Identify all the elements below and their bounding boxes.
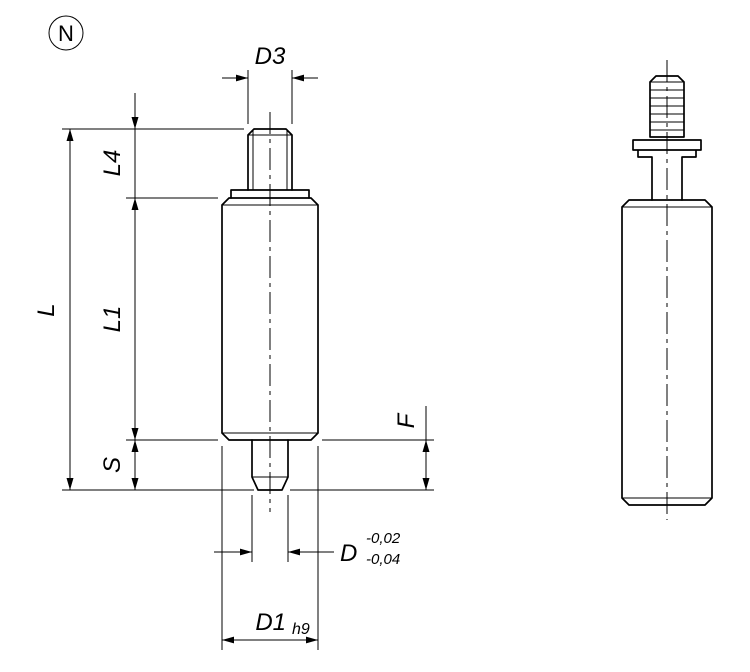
stud-outline xyxy=(649,75,685,138)
arrowhead xyxy=(422,478,430,490)
dimension-d1: D1 h9 xyxy=(221,446,319,650)
arrowhead xyxy=(422,440,430,452)
label-l1: L1 xyxy=(99,306,126,333)
dimension-d: D -0,02 -0,04 xyxy=(214,495,401,568)
label-d-tolerance-lower: -0,04 xyxy=(366,551,400,568)
extension-lines xyxy=(247,70,293,124)
arrowhead xyxy=(222,636,234,644)
extension-lines xyxy=(221,446,319,650)
extension-lines xyxy=(62,128,254,491)
stud-outline xyxy=(247,128,293,191)
label-l: L xyxy=(33,303,60,316)
arrowhead xyxy=(292,74,304,82)
label-d: D xyxy=(340,540,357,567)
arrowhead xyxy=(131,198,139,210)
arrowhead xyxy=(131,117,139,129)
arrowhead xyxy=(131,478,139,490)
arrowhead xyxy=(240,548,252,556)
dimension-left-column: L L4 L1 S xyxy=(33,93,254,491)
body-outline xyxy=(221,197,319,441)
body-outline xyxy=(621,199,713,506)
arrowhead xyxy=(131,428,139,440)
marker-label: N xyxy=(58,21,74,46)
label-l4: L4 xyxy=(99,150,126,177)
dimension-d3: D3 xyxy=(222,43,318,124)
flange-outline xyxy=(632,139,702,201)
collar-outline xyxy=(230,189,310,199)
arrowhead xyxy=(288,548,300,556)
marker-circle-icon xyxy=(48,15,84,51)
arrowhead xyxy=(66,129,74,141)
extension-lines xyxy=(251,495,289,562)
body-chamfer-lines xyxy=(222,204,318,434)
label-d3: D3 xyxy=(255,43,286,70)
dimension-f: F xyxy=(290,406,434,491)
arrowhead xyxy=(236,74,248,82)
label-d1-fit: h9 xyxy=(292,621,310,638)
stud-thread-lines xyxy=(650,81,684,131)
arrowhead xyxy=(131,440,139,452)
main-view xyxy=(221,112,319,512)
arrowhead xyxy=(66,478,74,490)
pin-outline xyxy=(251,439,289,491)
side-view xyxy=(621,60,713,520)
label-d-tolerance-upper: -0,02 xyxy=(366,530,401,547)
arrowhead xyxy=(306,636,318,644)
body-chamfer-lines xyxy=(622,206,712,499)
extension-lines xyxy=(290,439,434,491)
label-d1: D1 xyxy=(255,609,286,636)
label-s: S xyxy=(99,457,126,473)
position-marker: N xyxy=(48,15,84,51)
stud-thread-lines xyxy=(248,131,292,190)
label-f: F xyxy=(393,412,420,428)
